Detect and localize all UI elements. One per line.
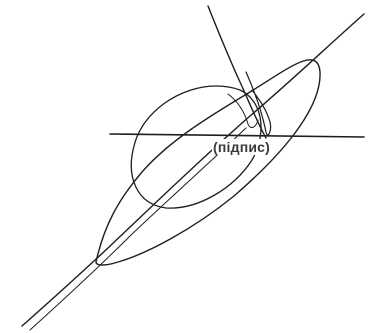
signature-stroke-vertical <box>207 5 267 139</box>
signature-stroke-diagonal <box>21 13 365 327</box>
signature-line <box>109 133 365 138</box>
signature-stroke-outer-loop <box>95 59 321 266</box>
signature-stroke-hook <box>245 71 272 136</box>
signature-stroke-diagonal-secondary <box>29 127 247 331</box>
signature-caption: (підпис) <box>212 139 272 155</box>
signature-stroke-inner-loop <box>130 85 262 209</box>
signature-ink <box>21 5 365 331</box>
signature-stroke-flourish <box>227 93 259 128</box>
